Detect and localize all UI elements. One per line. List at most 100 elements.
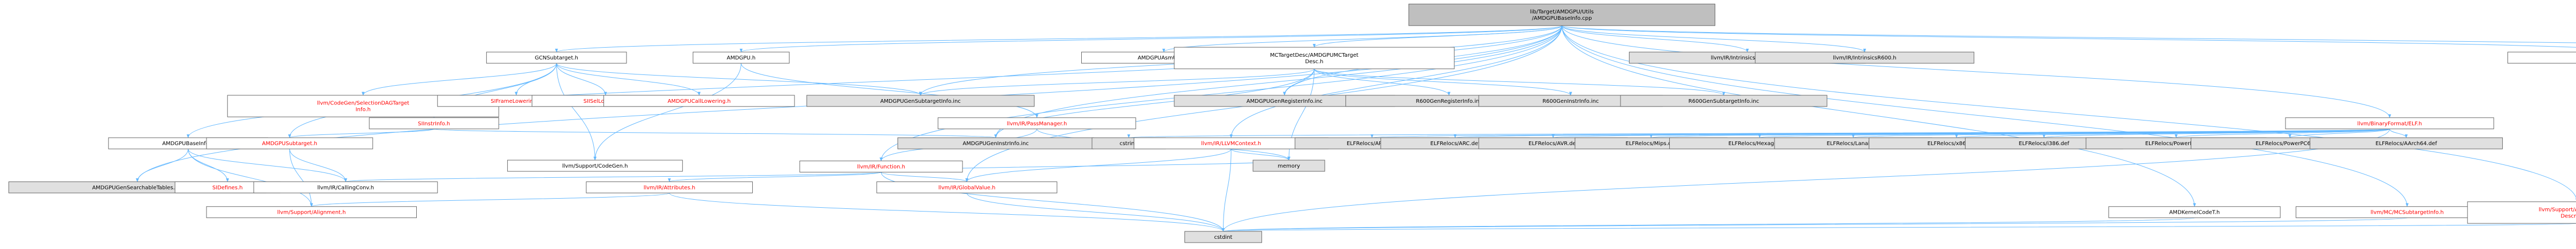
node-code-gen[interactable]: llvm/Support/CodeGen.h [507,160,683,172]
edge-root-to-mc_subtarget_info [1561,25,2409,207]
node-llvm-context[interactable]: llvm/IR/LLVMContext.h [1134,137,1329,149]
node-box [486,51,627,64]
edge-root-to-amd_kernel_code [1561,25,2196,207]
node-label: Info.h [356,107,371,113]
node-pass-manager[interactable]: llvm/IR/PassManager.h [937,117,1136,130]
edge-gcn_subtarget-to-call_lowering [556,63,701,96]
node-r600-subtarget-info-inc[interactable]: R600GenSubtargetInfo.inc [1620,95,1828,107]
node-si-instr-info[interactable]: SIInstrInfo.h [369,117,499,130]
edge-llvm_context-to-global_value [965,148,1232,183]
node-label: GCNSubtarget.h [535,55,578,61]
edge-llvm_context-to-cstdint [1221,149,1232,232]
edge-ir_function-to-calling_conv [344,171,882,183]
node-gcn-subtarget[interactable]: GCNSubtarget.h [486,51,627,64]
node-label: ELFRelocs/AArch64.def [2375,141,2437,147]
node-label: AMDGPUCallLowering.h [668,99,731,104]
node-box [586,181,753,193]
node-amdgpu-subtarget[interactable]: AMDGPUSubtarget.h [206,137,373,149]
node-label: ELFRelocs/PowerPC.def [2145,141,2207,147]
edge-mc_target_desc-to-r600_subtarget_info_inc [1314,69,1725,96]
node-label: MCTargetDesc/AMDGPUMCTarget [1270,52,1358,58]
edge-base_info_h-to-calling_conv [188,148,347,183]
node-label: llvm/IR/Attributes.h [644,185,695,191]
edge-root-to-command_line [1561,25,2576,48]
node-memory[interactable]: memory [1252,160,1325,172]
node-elf-i386[interactable]: ELFRelocs/i386.def [1965,137,2123,149]
node-global-value[interactable]: llvm/IR/GlobalValue.h [876,181,1058,193]
node-amdhsa-kernel[interactable]: llvm/Support/AMDHSAKernelDescriptor.h [2467,201,2576,224]
node-label: llvm/IR/LLVMContext.h [1201,141,1261,147]
node-box [1184,231,1262,243]
node-label: ELFRelocs/ARC.def [1431,141,1480,147]
node-box [2507,51,2576,64]
node-box [1174,47,1455,70]
node-instr-info-inc[interactable]: AMDGPUGenInstrInfo.inc [897,137,1094,149]
node-label: Descriptor.h [2560,213,2576,219]
edge-gcn_subtarget-to-si_isel [556,63,607,96]
edge-root-to-amdhsa_kernel [1561,25,2576,202]
node-label: R600GenInstrInfo.inc [1542,99,1599,104]
node-label: llvm/Support/CodeGen.h [562,163,628,169]
edge-amdgpu_h-to-code_gen [593,63,742,161]
node-label: cstdint [1214,235,1232,240]
node-attributes[interactable]: llvm/IR/Attributes.h [586,181,753,193]
node-box [369,117,499,130]
node-cstdint[interactable]: cstdint [1184,231,1262,243]
node-label: SIFrameLowering.h [491,99,541,104]
edge-amd_kernel_code-to-cstdint [1222,217,2195,232]
edge-attributes-to-cstdint [669,192,1225,232]
node-box [206,137,373,149]
node-box [799,161,963,172]
node-binary-elf[interactable]: llvm/BinaryFormat/ELF.h [2285,117,2494,130]
node-box [1755,51,1975,64]
node-label: llvm/IR/PassManager.h [1007,121,1067,127]
node-label: /AMDGPUBaseInfo.cpp [1532,16,1592,21]
edge-si_instr_info-to-instr_info_inc [433,129,997,138]
edge-gcn_subtarget-to-subtarget_info_inc [556,63,922,96]
node-label: R600GenRegisterInfo.inc [1416,99,1482,104]
node-label: SIInstrInfo.h [418,121,450,127]
edge-root-to-binary_elf [1561,25,2391,118]
edge-mc_subtarget_info-to-cstdint [1222,217,2407,232]
node-label: Desc.h [1305,59,1324,65]
node-box [692,51,790,64]
edge-amdhsa_kernel-to-cstdint [1222,223,2576,232]
node-calling-conv[interactable]: llvm/IR/CallingConv.h [253,181,438,193]
node-box [2285,117,2494,130]
edge-binary_elf-to-elf_i386 [2043,129,2390,138]
node-root[interactable]: lib/Target/AMDGPU/Utils/AMDGPUBaseInfo.c… [1408,3,1716,26]
node-box [2310,137,2503,149]
node-label: llvm/Support/Alignment.h [277,210,346,216]
node-label: llvm/MC/MCSubtargetInfo.h [2371,210,2444,216]
edge-mc_target_desc-to-r600_instr_info_inc [1314,69,1572,96]
node-amdgpu-h[interactable]: AMDGPU.h [692,51,790,64]
edge-layer [135,25,2576,232]
edge-base_info_h-to-searchable_tables [135,149,189,183]
node-box [1408,3,1716,26]
node-elf-aarch64[interactable]: ELFRelocs/AArch64.def [2310,137,2503,149]
node-box [1252,160,1325,172]
node-label: AMDGPU.h [727,55,755,61]
edge-root-to-intrinsics_r600 [1561,25,1866,52]
node-intrinsics-r600[interactable]: llvm/IR/IntrinsicsR600.h [1755,51,1975,64]
edge-llvm_context-to-memory [1230,148,1290,161]
node-label: cstring [1120,141,1138,147]
edge-si_instr_info-to-amdgpu_subtarget [288,129,434,138]
node-amd-kernel-code[interactable]: AMDKernelCodeT.h [2108,206,2281,218]
edge-binary_elf-to-elf_ppc64 [2288,129,2390,138]
node-ir-function[interactable]: llvm/IR/Function.h [799,161,963,172]
node-label: AMDGPUGenSearchableTables.inc [92,185,182,191]
node-command-line[interactable]: llvm/Support/CommandLine.h [2507,51,2576,64]
node-label: llvm/IR/Function.h [857,164,905,170]
edge-root-to-gcn_subtarget [555,25,1562,52]
node-subtarget-info-inc[interactable]: AMDGPUGenSubtargetInfo.inc [806,95,1035,107]
edge-gcn_subtarget-to-code_gen [556,63,597,161]
node-label: AMDKernelCodeT.h [2169,210,2220,216]
edge-root-to-amdgpu_h [739,25,1562,52]
node-call-lowering[interactable]: AMDGPUCallLowering.h [603,95,795,107]
node-label: AMDGPUSubtarget.h [262,141,317,147]
edge-root-to-mc_target_desc [1312,25,1562,48]
node-alignment[interactable]: llvm/Support/Alignment.h [206,206,417,218]
edge-mc_target_desc-to-r600_register_info_inc [1314,69,1451,96]
